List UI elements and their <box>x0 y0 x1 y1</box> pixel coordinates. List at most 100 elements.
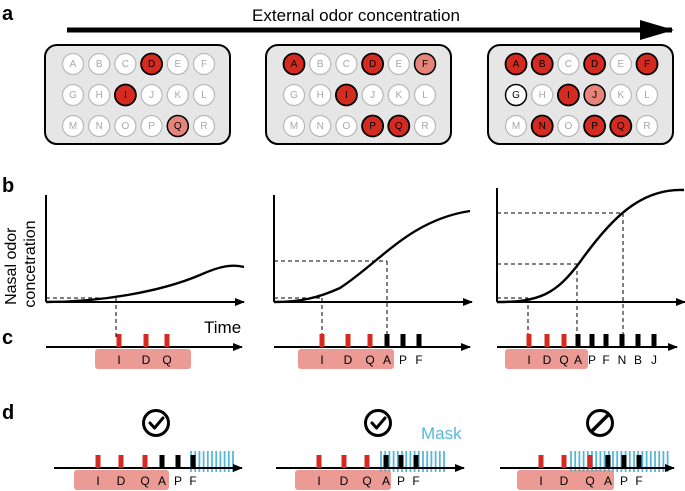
mask-label: Mask <box>421 424 462 443</box>
spike-label: I <box>320 353 323 367</box>
spike-label: Q <box>162 353 171 367</box>
primary-spike <box>142 455 148 468</box>
secondary-spike <box>400 334 406 347</box>
y-axis-label-line2: concetration <box>22 220 39 307</box>
glomerulus <box>88 52 111 76</box>
glomerulus-letter: R <box>421 121 428 132</box>
panel-letter-a: a <box>2 3 14 25</box>
glomerulus <box>309 52 332 76</box>
spike-label: Q <box>362 474 371 488</box>
primary-spike <box>538 455 544 468</box>
secondary-spike <box>416 334 422 347</box>
glomerulus-letter: F <box>201 59 207 70</box>
primary-code-box <box>298 349 394 369</box>
glomerulus <box>61 52 85 76</box>
secondary-spike <box>398 455 404 468</box>
glomerulus <box>413 114 437 138</box>
glomerulus <box>583 83 606 107</box>
spike-label: N <box>618 353 627 367</box>
glomerulus <box>504 83 528 107</box>
glomerulus-letter: P <box>369 121 376 132</box>
glomerulus <box>413 83 437 107</box>
glomerulus-letter: R <box>643 121 650 132</box>
prohibited-slash <box>590 413 610 433</box>
glomerulus <box>335 52 358 76</box>
secondary-spike <box>589 334 595 347</box>
glomerulus-letter: G <box>290 90 298 101</box>
y-axis-label-line1: Nasal odor <box>3 227 20 305</box>
secondary-spike <box>603 334 609 347</box>
secondary-spike <box>619 334 625 347</box>
glomerulus-letter: H <box>96 90 103 101</box>
glomerulus-letter: K <box>174 90 181 101</box>
glomerulus-letter: E <box>395 59 402 70</box>
spike-label: J <box>651 353 657 367</box>
glomerulus <box>531 83 554 107</box>
primary-code-box <box>95 349 191 369</box>
glomerulus-letter: P <box>148 121 155 132</box>
primary-code-box <box>295 470 391 490</box>
glomerulus-letter: A <box>513 59 520 70</box>
glomerulus-letter: R <box>200 121 207 132</box>
glomerulus <box>361 52 385 76</box>
glomerulus <box>140 52 164 76</box>
glomerulus-letter: J <box>370 90 375 101</box>
spike-label: I <box>527 353 530 367</box>
spike-label: F <box>602 353 609 367</box>
spike-label: F <box>415 353 422 367</box>
concentration-curve <box>45 264 245 304</box>
spike-label: A <box>574 353 582 367</box>
primary-spike <box>143 334 149 347</box>
glomerulus <box>88 114 111 138</box>
glomerulus <box>609 52 632 76</box>
glomerulus <box>583 114 606 138</box>
spike-label: P <box>620 474 628 488</box>
glomerulus <box>335 114 358 138</box>
spike-label: F <box>635 474 642 488</box>
y-axis-label: Nasal odor concetration <box>3 220 39 307</box>
primary-spike <box>316 455 322 468</box>
glomerulus-letter: D <box>148 59 155 70</box>
glomerulus-letter: P <box>591 121 598 132</box>
secondary-spike <box>190 455 196 468</box>
glomerulus <box>114 83 137 107</box>
concentration-curve <box>273 209 471 304</box>
panel-letter-b: b <box>2 175 14 197</box>
spike-label: B <box>634 353 642 367</box>
glomerulus <box>282 52 306 76</box>
glomerulus-letter: H <box>317 90 324 101</box>
spike-label: A <box>158 474 166 488</box>
spike-label: F <box>189 474 196 488</box>
glomerulus-letter: H <box>539 90 546 101</box>
glomerulus <box>413 52 437 76</box>
glomerulus-letter: C <box>343 59 350 70</box>
spike-label: D <box>560 474 569 488</box>
concentration-label: External odor concentration <box>252 6 460 25</box>
primary-spike <box>587 455 593 468</box>
glomerulus <box>387 83 410 107</box>
primary-spike <box>544 334 550 347</box>
glomerulus <box>88 83 111 107</box>
glomerulus-letter: L <box>201 90 207 101</box>
glomerulus-letter: E <box>174 59 181 70</box>
glomerulus <box>583 52 606 76</box>
glomerulus-letter: Q <box>174 121 182 132</box>
glomerulus <box>635 52 659 76</box>
glomerulus-letter: F <box>422 59 428 70</box>
glomerulus <box>361 83 384 107</box>
glomerulus-letter: K <box>617 90 624 101</box>
glomerulus <box>114 114 137 138</box>
glomerulus <box>309 114 332 138</box>
glomerulus <box>557 83 580 107</box>
glomerulus-letter: M <box>69 121 77 132</box>
spike-label: A <box>382 474 390 488</box>
glomerulus <box>166 52 189 76</box>
secondary-spike <box>159 455 165 468</box>
glomerulus <box>635 114 659 138</box>
glomerulus <box>361 114 385 138</box>
glomerulus-letter: D <box>591 59 598 70</box>
secondary-spike <box>605 455 611 468</box>
